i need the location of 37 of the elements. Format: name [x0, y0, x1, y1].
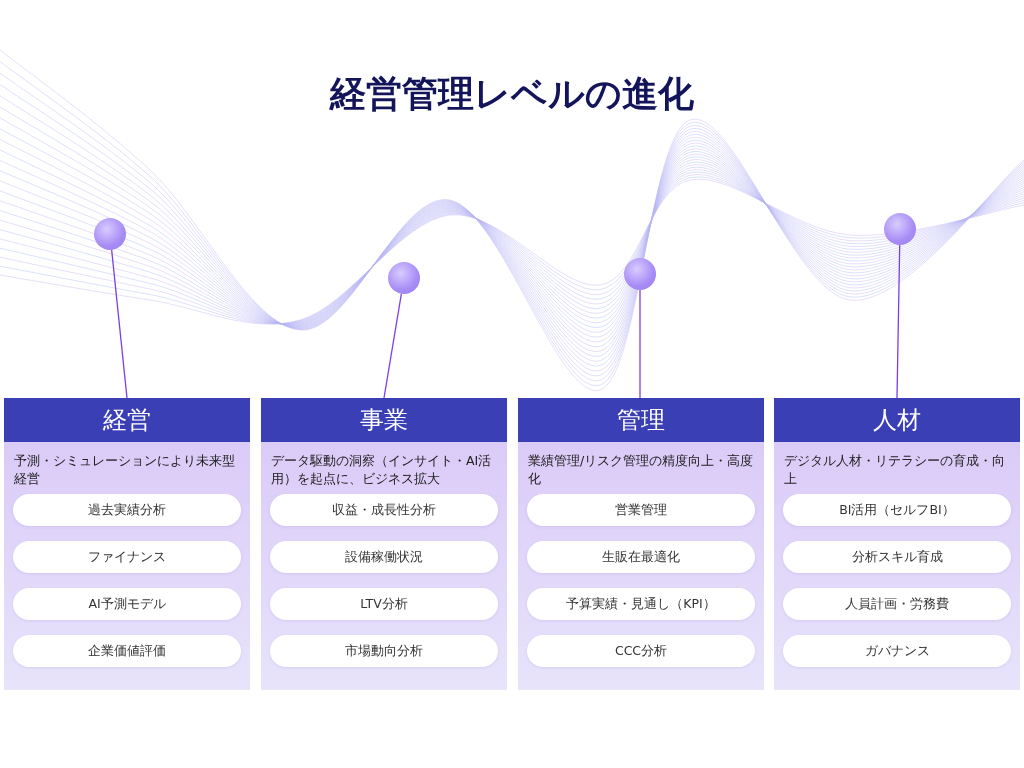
item-pill: 営業管理 [527, 494, 755, 526]
card-subtitle: データ駆動の洞察（インサイト・AI活用）を起点に、ビジネス拡大 [271, 452, 493, 488]
card-subtitle: デジタル人材・リテラシーの育成・向上 [784, 452, 1006, 488]
sphere-marker [884, 213, 916, 245]
category-card [4, 398, 250, 690]
connector-line [383, 293, 402, 399]
card-header: 人材 [774, 398, 1020, 442]
sphere-marker [624, 258, 656, 290]
item-pill: 分析スキル育成 [783, 541, 1011, 573]
card-subtitle: 予測・シミュレーションにより未来型経営 [14, 452, 236, 488]
item-pill: 過去実績分析 [13, 494, 241, 526]
item-pill: 予算実績・見通し（KPI） [527, 588, 755, 620]
card-header: 管理 [518, 398, 764, 442]
category-card [261, 398, 507, 690]
card-header: 経営 [4, 398, 250, 442]
connector-line [639, 289, 641, 399]
sphere-marker [94, 218, 126, 250]
item-pill: CCC分析 [527, 635, 755, 667]
category-card [774, 398, 1020, 690]
item-pill: ガバナンス [783, 635, 1011, 667]
item-pill: 生販在最適化 [527, 541, 755, 573]
item-pill: 収益・成長性分析 [270, 494, 498, 526]
sphere-marker [388, 262, 420, 294]
item-pill: 設備稼働状況 [270, 541, 498, 573]
item-pill: 人員計画・労務費 [783, 588, 1011, 620]
item-pill: LTV分析 [270, 588, 498, 620]
item-pill: 企業価値評価 [13, 635, 241, 667]
item-pill: ファイナンス [13, 541, 241, 573]
item-pill: AI予測モデル [13, 588, 241, 620]
card-subtitle: 業績管理/リスク管理の精度向上・高度化 [528, 452, 755, 488]
connector-line [111, 249, 128, 399]
item-pill: 市場動向分析 [270, 635, 498, 667]
item-pill: BI活用（セルフBI） [783, 494, 1011, 526]
page-title: 経営管理レベルの進化 [328, 72, 695, 116]
connector-line [896, 244, 901, 399]
category-card [518, 398, 764, 690]
card-header: 事業 [261, 398, 507, 442]
